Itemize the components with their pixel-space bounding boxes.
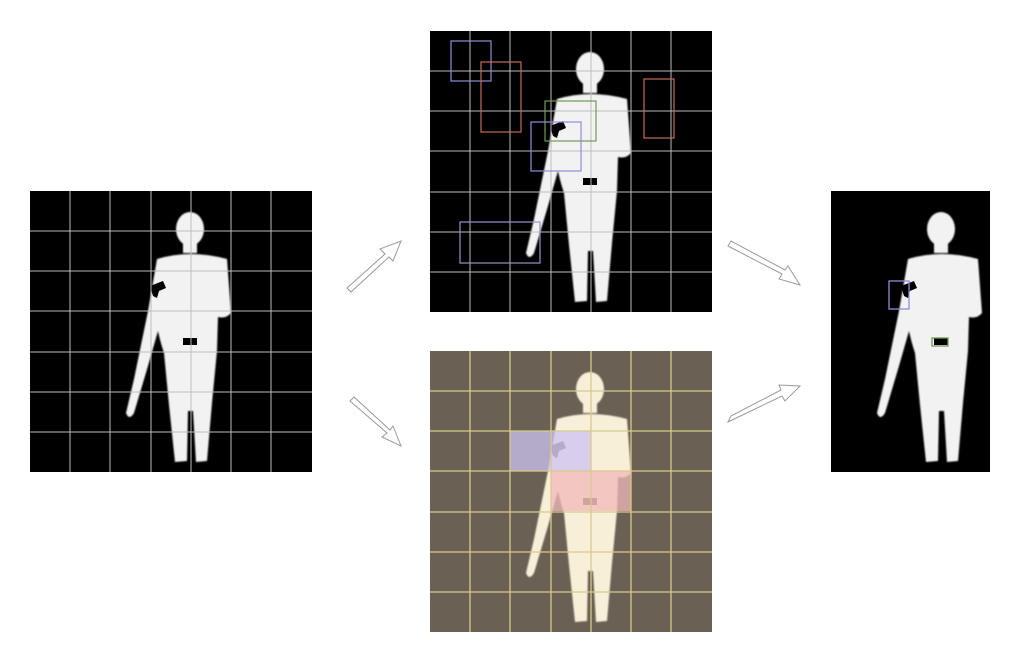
detection-box-gun	[888, 280, 910, 310]
arrow-input-to-top	[346, 240, 402, 293]
proposal-box	[480, 61, 522, 133]
proposal-box	[544, 100, 597, 142]
proposal-box	[643, 78, 675, 139]
detection-output-image	[831, 191, 990, 472]
grid-lines	[430, 31, 712, 312]
grid-attention-image	[430, 351, 712, 632]
proposal-box	[459, 221, 541, 264]
detection-box-belt	[931, 337, 949, 347]
grid-lines	[430, 351, 712, 632]
thermal-input-image	[30, 191, 312, 472]
region-proposal-image	[430, 31, 712, 312]
proposal-box	[450, 40, 492, 82]
arrow-bottom-to-output	[726, 384, 802, 424]
grid-lines	[30, 191, 312, 472]
arrow-input-to-bottom	[349, 396, 402, 447]
proposal-box	[530, 121, 582, 172]
arrow-top-to-output	[727, 240, 802, 286]
